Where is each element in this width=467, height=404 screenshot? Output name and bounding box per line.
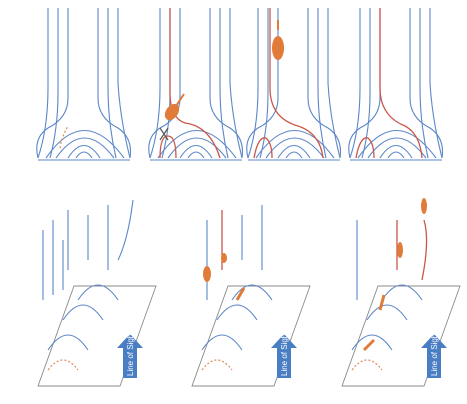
line-of-sight-indicator: Line of Sight [421,331,447,378]
panel-top-4 [348,7,444,161]
line-of-sight-label: Line of Sight [126,331,135,376]
arrow-marker [378,294,386,311]
plane [191,285,311,387]
plasmoid [272,36,284,60]
line-of-sight-indicator: Line of Sight [117,331,143,378]
upward-arrow [421,334,447,378]
arrow-marker [175,93,185,107]
upward-arrow [271,334,297,378]
arrow-marker [235,287,246,301]
panel-top-1 [36,7,132,161]
line-of-sight-indicator: Line of Sight [271,331,297,378]
panel-top-2 [148,7,244,161]
panel-top-3 [246,7,342,161]
plane [37,285,157,387]
plasmoid [221,253,227,263]
reconnected-line [379,8,423,159]
plane [341,285,461,387]
line-of-sight-label: Line of Sight [430,331,439,376]
upward-arrow [117,334,143,378]
panel-bottom-2: Line of Sight [191,205,311,387]
plasmoid [421,198,427,214]
panel-bottom-3: Line of Sight [341,198,461,387]
panel-bottom-1: Line of Sight [37,199,157,387]
plasmoid [203,266,211,282]
plasmoid [397,242,403,258]
arrow-marker [362,338,376,352]
x-point-cross [159,127,169,141]
reconnected-line [169,8,221,159]
line-of-sight-label: Line of Sight [280,331,289,376]
reconnected-line [269,8,324,159]
plasmoid [164,103,180,121]
trajectory-dashed [59,125,69,149]
